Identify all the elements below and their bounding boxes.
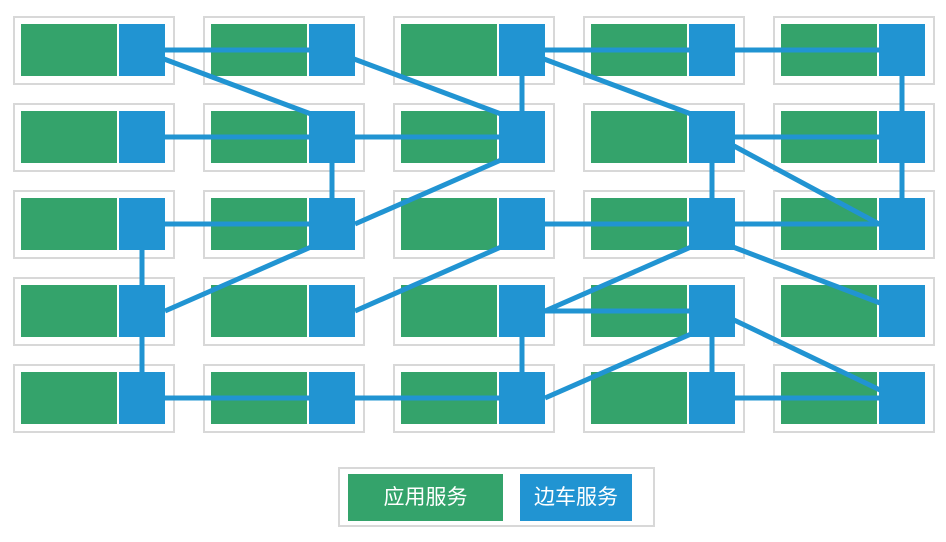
app-service-block [211, 24, 307, 76]
service-node-r3c5 [773, 190, 935, 259]
service-node-r2c3 [393, 103, 555, 172]
service-node-r4c1 [13, 277, 175, 346]
app-service-block [21, 372, 117, 424]
legend-item-sidecar-service: 边车服务 [520, 473, 632, 521]
sidecar-block [689, 372, 735, 424]
service-node-r2c5 [773, 103, 935, 172]
service-node-r5c2 [203, 364, 365, 433]
app-service-block [211, 372, 307, 424]
sidecar-block [689, 198, 735, 250]
app-service-block [401, 198, 497, 250]
app-service-block [21, 24, 117, 76]
app-service-block [21, 111, 117, 163]
sidecar-block [119, 24, 165, 76]
app-service-block [211, 198, 307, 250]
app-service-block [21, 198, 117, 250]
legend-app-service-label: 应用服务 [383, 485, 468, 509]
service-node-r2c1 [13, 103, 175, 172]
app-service-block [401, 111, 497, 163]
sidecar-block [309, 285, 355, 337]
sidecar-block [309, 111, 355, 163]
sidecar-block [689, 285, 735, 337]
app-service-block [781, 372, 877, 424]
service-node-r4c3 [393, 277, 555, 346]
app-service-block [21, 285, 117, 337]
legend-item-app-service: 应用服务 [348, 473, 503, 521]
sidecar-block [879, 285, 925, 337]
service-node-r5c3 [393, 364, 555, 433]
service-node-r2c2 [203, 103, 365, 172]
service-node-r3c4 [583, 190, 745, 259]
service-node-r1c4 [583, 16, 745, 85]
app-service-block [401, 24, 497, 76]
sidecar-block [119, 372, 165, 424]
service-node-r5c5 [773, 364, 935, 433]
app-service-block [211, 285, 307, 337]
sidecar-block [499, 24, 545, 76]
app-service-block [781, 285, 877, 337]
sidecar-block [119, 111, 165, 163]
sidecar-block [499, 372, 545, 424]
sidecar-block [119, 285, 165, 337]
sidecar-block [689, 24, 735, 76]
service-node-r1c5 [773, 16, 935, 85]
app-service-block [591, 285, 687, 337]
legend-sidecar-service-label: 边车服务 [534, 485, 618, 509]
app-service-block [781, 111, 877, 163]
service-node-r2c4 [583, 103, 745, 172]
service-node-r4c5 [773, 277, 935, 346]
service-node-r3c1 [13, 190, 175, 259]
sidecar-block [689, 111, 735, 163]
app-service-block [401, 285, 497, 337]
sidecar-block [309, 198, 355, 250]
sidecar-block [499, 111, 545, 163]
app-service-block [591, 24, 687, 76]
service-node-r1c2 [203, 16, 365, 85]
sidecar-block [119, 198, 165, 250]
sidecar-block [879, 111, 925, 163]
sidecar-block [499, 198, 545, 250]
app-service-block [591, 111, 687, 163]
app-service-block [591, 372, 687, 424]
service-node-r4c4 [583, 277, 745, 346]
service-node-r5c1 [13, 364, 175, 433]
service-node-r5c4 [583, 364, 745, 433]
service-node-r1c1 [13, 16, 175, 85]
sidecar-block [309, 24, 355, 76]
app-service-block [401, 372, 497, 424]
sidecar-block [499, 285, 545, 337]
sidecar-block [309, 372, 355, 424]
service-node-r4c2 [203, 277, 365, 346]
service-node-r3c2 [203, 190, 365, 259]
legend: 应用服务 边车服务 [338, 467, 655, 527]
app-service-block [781, 24, 877, 76]
app-service-block [781, 198, 877, 250]
sidecar-block [879, 24, 925, 76]
sidecar-block [879, 198, 925, 250]
app-service-block [211, 111, 307, 163]
app-service-block [591, 198, 687, 250]
service-node-r3c3 [393, 190, 555, 259]
sidecar-block [879, 372, 925, 424]
service-node-r1c3 [393, 16, 555, 85]
